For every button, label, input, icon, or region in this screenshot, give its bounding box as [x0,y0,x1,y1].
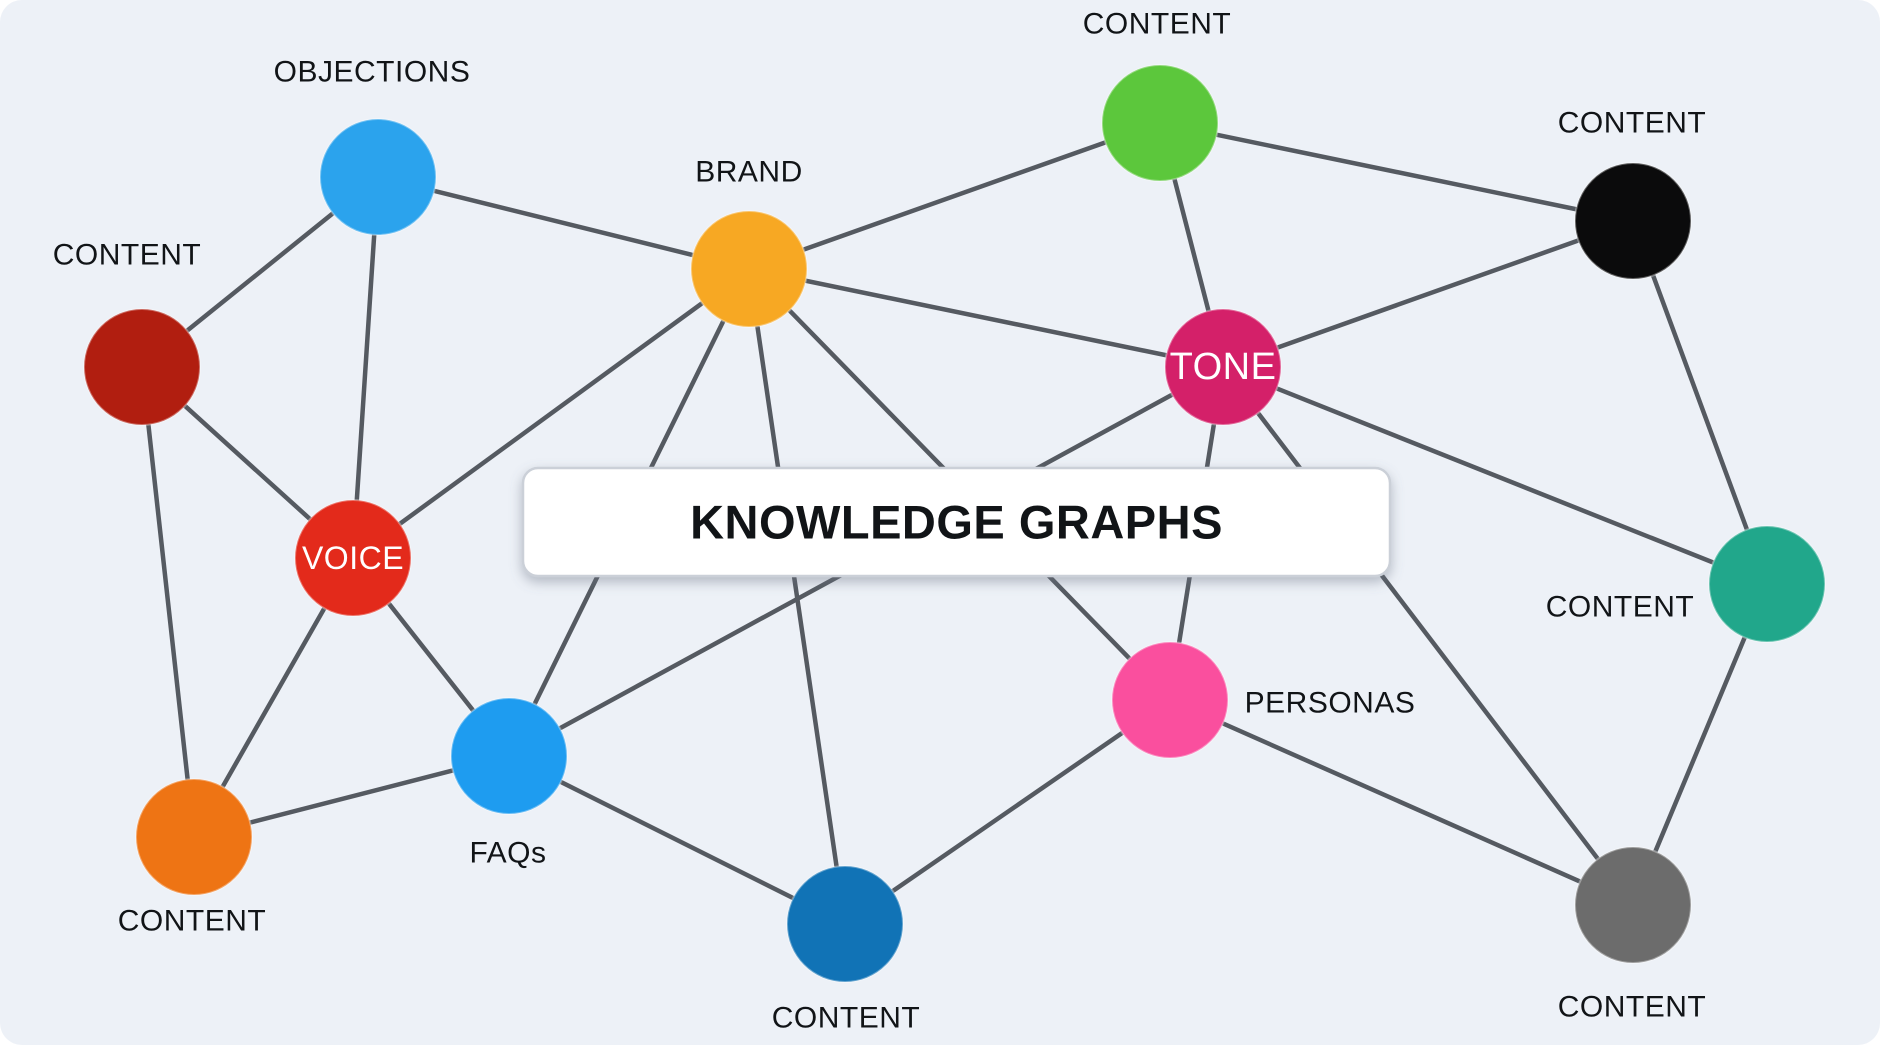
edge-content-topleft--content-orange [139,364,197,840]
title-box-label: KNOWLEDGE GRAPHS [690,496,1223,549]
edge-objections--brand [375,174,752,272]
node-brand [690,210,808,328]
node-objections [319,118,437,236]
title-box-layer: KNOWLEDGE GRAPHS [521,466,1392,578]
edge-content-green--content-black [1157,120,1636,224]
labels-layer: OBJECTIONS CONTENT BRAND CONTENT CONTENT TONE… [53,8,1707,1035]
edge-content-black--content-teal [1630,218,1770,587]
node-content-black [1574,162,1692,280]
edge-faqs--content-blue [506,753,848,927]
label-content-teal: CONTENT [1546,591,1695,624]
node-personas [1111,641,1229,759]
edge-tone--content-teal [1220,364,1770,587]
edge-brand--content-blue [746,266,848,927]
label-content-blue: CONTENT [772,1002,921,1035]
label-tone: TONE [1170,346,1277,388]
label-content-orange: CONTENT [118,905,267,938]
edge-voice--brand [350,266,752,561]
label-content-gray: CONTENT [1558,991,1707,1024]
title-box [521,466,1392,578]
label-content-topleft: CONTENT [53,239,202,272]
edge-tone--content-gray [1220,364,1636,908]
node-faqs [450,697,568,815]
node-content-topleft [83,308,201,426]
node-content-orange [135,778,253,896]
node-content-teal [1708,525,1826,643]
label-faqs: FAQs [469,837,546,870]
node-content-gray [1574,846,1692,964]
edge-brand--tone [746,266,1226,370]
edge-personas--content-gray [1167,697,1636,908]
label-objections: OBJECTIONS [274,56,471,89]
label-content-black: CONTENT [1558,107,1707,140]
edge-personas--content-blue [842,697,1173,927]
node-content-green [1101,64,1219,182]
label-personas: PERSONAS [1245,687,1416,720]
edge-brand--content-green [746,120,1163,272]
node-content-blue [786,865,904,983]
edge-objections--voice [350,174,381,561]
nodes-layer [83,64,1826,983]
edge-content-black--tone [1220,218,1636,370]
label-content-green: CONTENT [1083,8,1232,41]
label-voice: VOICE [302,540,404,576]
label-brand: BRAND [695,156,803,189]
node-voice [294,499,412,617]
node-tone [1164,308,1282,426]
